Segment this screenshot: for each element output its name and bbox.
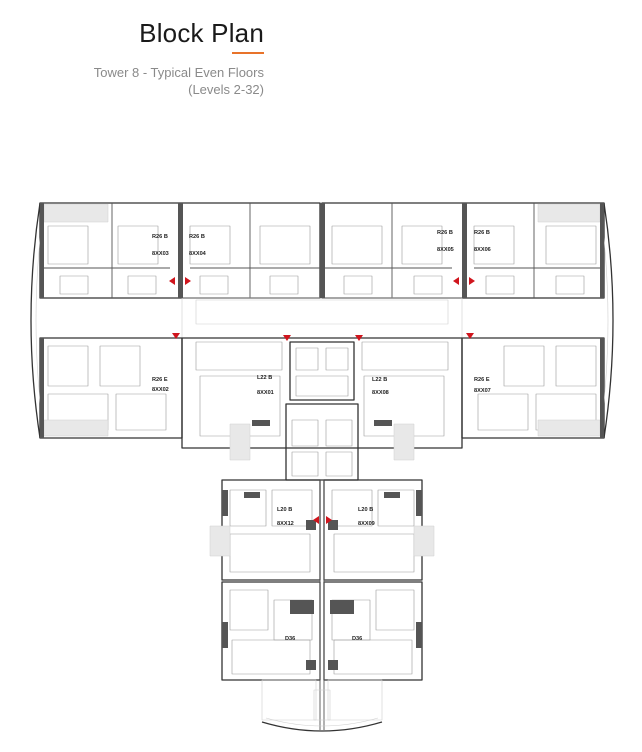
structural-columns (40, 203, 604, 670)
unit-code-label: 8XX09 (358, 521, 375, 527)
plan-drawing (30, 202, 614, 732)
unit-code-label: 8XX07 (474, 388, 491, 394)
unit-type-label: R26 B (474, 230, 490, 236)
unit-code-label: 8XX12 (277, 521, 294, 527)
unit-type-label: D36 (285, 636, 295, 642)
unit-code-label: 8XX02 (152, 387, 169, 393)
page-subtitle: Tower 8 - Typical Even Floors (93, 65, 264, 80)
title-accent-rule (232, 52, 264, 54)
unit-type-label: R26 E (474, 377, 490, 383)
entry-arrow-8xx09 (326, 516, 332, 524)
unit-type-label: R26 B (437, 230, 453, 236)
unit-type-label: D36 (352, 636, 362, 642)
entry-arrow-8xx05 (453, 277, 459, 285)
entry-arrow-8xx08 (355, 335, 363, 341)
unit-code-label: 8XX01 (257, 390, 274, 396)
lower-wing-right (323, 479, 435, 721)
unit-code-label: 8XX08 (372, 390, 389, 396)
header: Block Plan Tower 8 - Typical Even Floors… (94, 18, 264, 97)
unit-labels: R26 B 8XX03 R26 B 8XX04 R26 B 8XX05 R26 … (152, 230, 491, 642)
unit-code-label: 8XX05 (437, 247, 454, 253)
unit-code-label: 8XX06 (474, 247, 491, 253)
page-subtitle-levels: (Levels 2-32) (188, 82, 264, 97)
unit-type-label: L20 B (358, 507, 373, 513)
unit-code-label: 8XX03 (152, 251, 169, 257)
entry-arrow-8xx07 (466, 333, 474, 339)
unit-type-label: R26 E (152, 377, 168, 383)
corridor (181, 297, 463, 339)
central-core (181, 337, 463, 481)
entry-arrow-8xx02 (172, 333, 180, 339)
page-title: Block Plan (139, 18, 264, 48)
balconies (43, 203, 601, 437)
unit-type-label: L22 B (257, 375, 272, 381)
entry-arrow-8xx03 (169, 277, 175, 285)
central-spine (313, 480, 331, 730)
entry-arrow-8xx01 (283, 335, 291, 341)
unit-code-label: 8XX04 (189, 251, 207, 257)
unit-type-label: R26 B (152, 234, 168, 240)
unit-type-label: L22 B (372, 377, 387, 383)
entry-arrow-8xx04 (185, 277, 191, 285)
unit-type-label: L20 B (277, 507, 292, 513)
entry-arrow-8xx06 (469, 277, 475, 285)
entry-arrow-8xx12 (313, 516, 319, 524)
entry-arrows (169, 277, 475, 524)
unit-type-label: R26 B (189, 234, 205, 240)
